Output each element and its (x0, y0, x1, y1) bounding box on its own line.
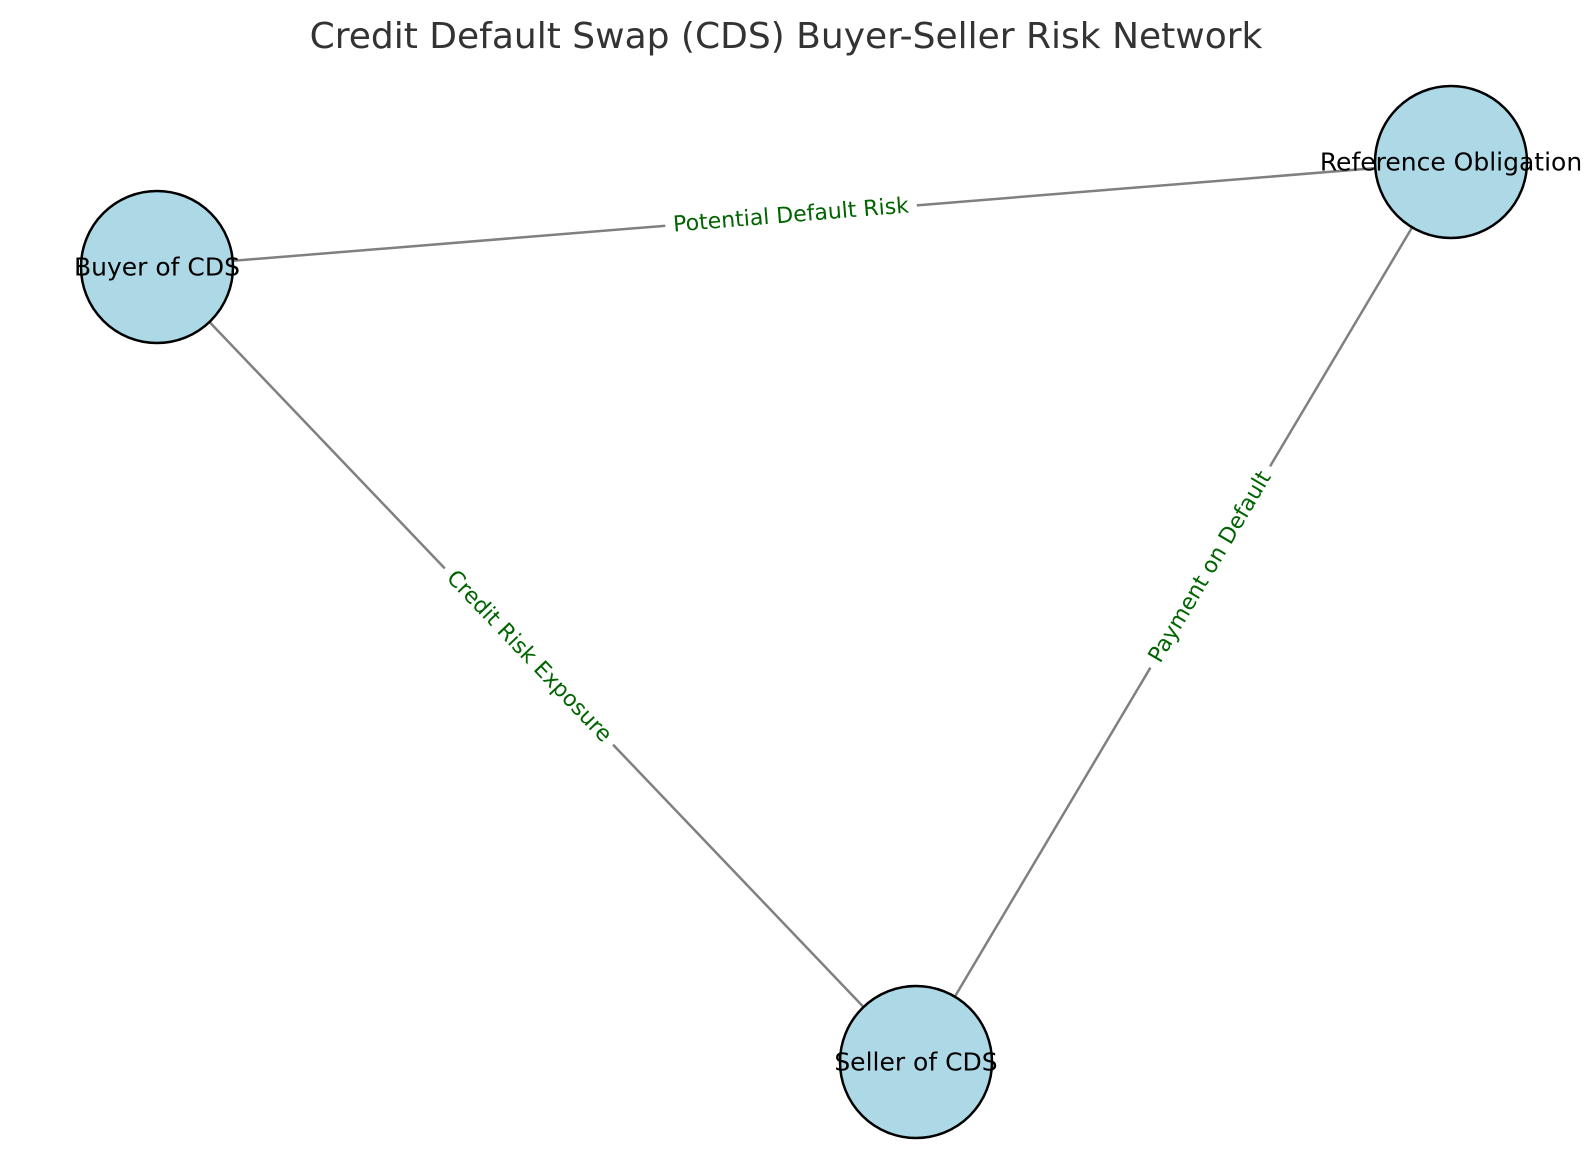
edge-label-buyer-reference: Potential Default Risk (672, 194, 910, 238)
edge-label-background (434, 558, 624, 755)
node-reference (1373, 84, 1529, 240)
node-label-seller: Seller of CDS (834, 1048, 997, 1077)
edge-label-buyer-seller: Credit Risk Exposure (441, 566, 616, 748)
node-seller (838, 984, 994, 1140)
node-label-buyer: Buyer of CDS (74, 253, 240, 282)
edge-label-group-buyer-seller: Credit Risk Exposure (434, 558, 624, 755)
edge-label-group-buyer-reference: Potential Default Risk (664, 191, 918, 240)
edge-label-background (664, 191, 918, 240)
edge-label-background (1138, 459, 1283, 675)
diagram-title: Credit Default Swap (CDS) Buyer-Seller R… (310, 16, 1263, 57)
node-buyer (79, 189, 235, 345)
edge-label-group-reference-seller: Payment on Default (1138, 459, 1283, 675)
node-label-reference: Reference Obligation (1320, 148, 1582, 177)
edge-label-reference-seller: Payment on Default (1144, 467, 1277, 668)
